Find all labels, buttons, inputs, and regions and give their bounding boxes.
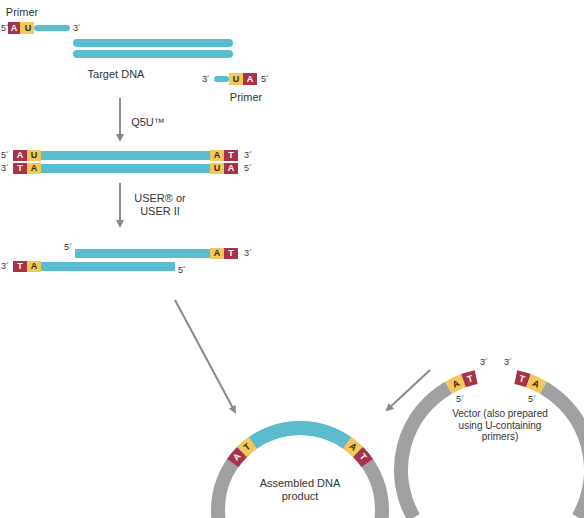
base-letter: A — [17, 150, 24, 160]
dna-strand — [41, 164, 210, 173]
base-letter: U — [233, 74, 240, 84]
primer-end — [224, 150, 238, 161]
text-label: 3´ — [1, 163, 9, 173]
uracil-base — [27, 150, 41, 161]
base-letter: A — [228, 163, 235, 173]
primer-end — [243, 73, 257, 85]
base-letter: T — [17, 163, 23, 173]
base-box — [210, 248, 224, 259]
base-letter: A — [31, 163, 38, 173]
base-letter: T — [228, 248, 234, 258]
text-label: 3´ — [202, 74, 210, 84]
uracil-base — [20, 22, 34, 34]
primer-end — [13, 163, 27, 174]
text-label: 3´ — [480, 357, 488, 367]
text-label: 5´ — [456, 394, 464, 404]
process-arrow — [119, 98, 121, 140]
text-label: 3´ — [73, 23, 81, 33]
process-arrow — [119, 183, 121, 226]
base-letter: T — [17, 261, 23, 271]
plasmid-backbone — [218, 428, 382, 518]
base-letter: U — [31, 150, 38, 160]
base-letter: U — [214, 163, 221, 173]
dna-strand — [73, 50, 233, 58]
base-box — [27, 163, 41, 174]
text-label: 5´ — [244, 163, 252, 173]
primer-end — [8, 22, 20, 34]
text-label: 5´ — [1, 150, 9, 160]
insert-dna — [253, 428, 347, 443]
dna-strand — [41, 151, 210, 160]
base-box — [27, 261, 41, 272]
text-label: Vector (also prepared using U-containing… — [444, 408, 556, 443]
primer-strand — [34, 25, 70, 31]
text-label: 5´ — [261, 74, 269, 84]
vector-backbone — [401, 388, 449, 518]
text-label: USER® or USER II — [127, 192, 193, 217]
text-label: 3´ — [1, 261, 9, 271]
base-letter: T — [228, 150, 234, 160]
plasmid-circle: Assembled DNA product — [205, 415, 395, 518]
base-letter: U — [25, 23, 32, 33]
dna-strand — [41, 262, 175, 271]
text-label: 3´ — [244, 150, 252, 160]
uracil-base — [210, 163, 224, 174]
text-label: 3´ — [244, 248, 252, 258]
text-label: Primer — [6, 6, 38, 19]
process-arrow — [175, 300, 235, 412]
base-letter: A — [247, 74, 254, 84]
base-letter: A — [214, 248, 221, 258]
base-letter: A — [31, 261, 38, 271]
primer-strand — [214, 76, 229, 82]
node-text: Assembled DNA product — [205, 477, 395, 503]
text-label: Primer — [230, 91, 262, 104]
vector-backbone — [544, 388, 584, 518]
primer-end — [13, 261, 27, 272]
primer-end — [224, 248, 238, 259]
base-letter: A — [11, 23, 18, 33]
dna-strand — [73, 39, 233, 47]
text-label: 5´ — [1, 23, 9, 33]
text-label: 3´ — [504, 357, 512, 367]
text-label: 5´ — [64, 242, 72, 252]
plasmid-outline — [205, 415, 395, 518]
base-box — [210, 150, 224, 161]
primer-end — [224, 163, 238, 174]
base-letter: A — [214, 150, 221, 160]
dna-strand — [75, 249, 210, 258]
text-label: Target DNA — [88, 68, 145, 81]
text-label: 5´ — [528, 394, 536, 404]
text-label: Q5U™ — [131, 116, 165, 129]
uracil-base — [229, 73, 243, 85]
primer-end — [13, 150, 27, 161]
text-label: 5´ — [178, 265, 186, 275]
